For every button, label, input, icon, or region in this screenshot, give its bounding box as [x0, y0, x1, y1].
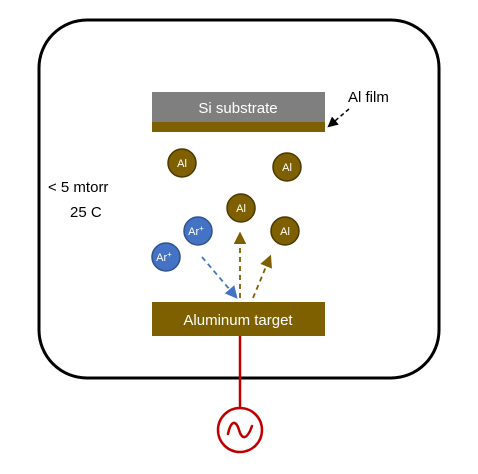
al-atom: Al — [226, 193, 256, 223]
al-film-pointer — [327, 108, 350, 128]
al-atom: Al — [270, 216, 300, 246]
svg-text:Ar+: Ar+ — [156, 250, 172, 264]
al-film-label: Al film — [348, 89, 389, 106]
si-substrate — [152, 92, 325, 122]
ac-source-icon — [216, 406, 264, 454]
svg-text:Al: Al — [177, 158, 187, 170]
al-atom: Al — [272, 152, 302, 182]
ion-trajectory — [201, 256, 238, 299]
svg-text:Al: Al — [236, 203, 246, 215]
svg-text:Al: Al — [280, 226, 290, 238]
pressure-label: < 5 mtorr — [48, 179, 108, 196]
target-label: Aluminum target — [183, 312, 293, 329]
substrate-label: Si substrate — [198, 100, 277, 117]
ar-ion: Ar+ — [151, 242, 181, 272]
temperature-label: 25 C — [70, 204, 102, 221]
ar-ion: Ar+ — [183, 216, 213, 246]
al-film — [152, 122, 325, 132]
al-atom: Al — [167, 148, 197, 178]
atom-trajectory-right — [252, 254, 272, 299]
aluminum-target — [152, 302, 325, 336]
svg-text:Ar+: Ar+ — [188, 224, 204, 238]
svg-text:Al: Al — [282, 162, 292, 174]
